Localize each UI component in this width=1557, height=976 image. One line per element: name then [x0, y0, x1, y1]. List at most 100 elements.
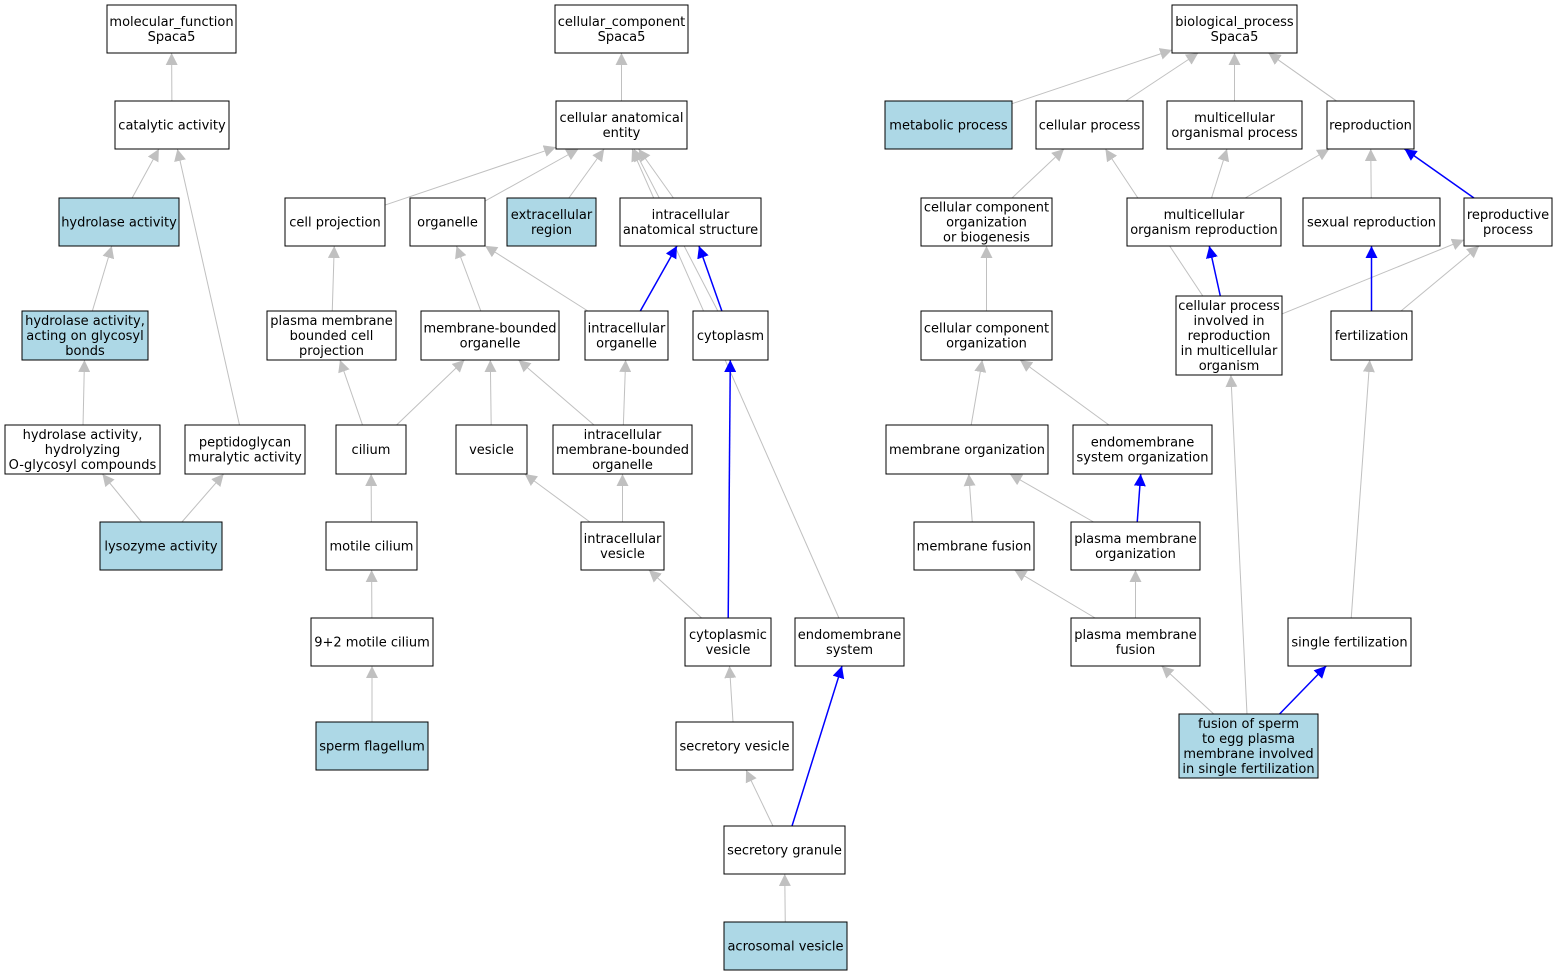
- node-membrane_org[interactable]: membrane organization: [885, 424, 1049, 475]
- node-lysozyme[interactable]: lysozyme activity: [99, 521, 223, 571]
- edge-cpir-to-mor: [1206, 245, 1222, 297]
- edge-single_fert-to-fertilization: [1350, 359, 1375, 619]
- node-label-line: organization: [946, 216, 1027, 231]
- node-label: cell projection: [289, 216, 380, 231]
- node-hydrolase[interactable]: hydrolase activity: [58, 197, 180, 247]
- node-box: [325, 521, 418, 571]
- node-motile_cilium[interactable]: motile cilium: [325, 521, 418, 571]
- node-membrane_fusion[interactable]: membrane fusion: [913, 521, 1035, 571]
- node-label-line: system: [826, 643, 873, 658]
- edge-lysozyme-to-hydrolase_oglycosyl: [102, 473, 142, 523]
- node-label-line: in single fertilization: [1182, 762, 1314, 777]
- node-organelle[interactable]: organelle: [409, 197, 486, 247]
- node-cytoplasm[interactable]: cytoplasm: [692, 310, 769, 361]
- node-cilium[interactable]: cilium: [335, 424, 407, 475]
- node-catalytic[interactable]: catalytic activity: [114, 100, 230, 150]
- node-label-line: cellular component: [924, 322, 1049, 337]
- node-cellular_process[interactable]: cellular process: [1035, 100, 1144, 150]
- edge-mor-to-reproduction: [1244, 148, 1330, 199]
- node-label-line: biological_process: [1175, 15, 1294, 30]
- node-label-line: fertilization: [1335, 329, 1409, 344]
- node-box: [106, 4, 237, 54]
- edge-cellular_process-to-bp_root: [1125, 52, 1199, 102]
- edges-layer: [78, 48, 1480, 923]
- edge-endo_org-to-cco: [1019, 359, 1110, 426]
- node-label-line: hydrolase activity,: [23, 428, 143, 443]
- node-label-line: cellular component: [924, 201, 1049, 216]
- edge-hydrolase_oglycosyl-to-hydrolase_glycosyl: [78, 359, 91, 426]
- edge-cilium-to-mbo: [396, 359, 465, 426]
- node-label-line: secretory vesicle: [679, 740, 789, 755]
- node-metabolic[interactable]: metabolic process: [884, 100, 1013, 150]
- node-label: single fertilization: [1291, 636, 1407, 651]
- node-label-line: organization: [1095, 547, 1176, 562]
- edge-pm_org-to-endo_org: [1133, 473, 1146, 523]
- node-label-line: endomembrane: [798, 628, 902, 643]
- node-sexual_rep[interactable]: sexual reproduction: [1302, 197, 1441, 247]
- node-sv[interactable]: secretory vesicle: [675, 721, 794, 771]
- node-reproduction[interactable]: reproduction: [1326, 100, 1415, 150]
- node-label-line: single fertilization: [1291, 636, 1407, 651]
- node-single_fert[interactable]: single fertilization: [1287, 617, 1412, 667]
- node-box: [1072, 424, 1213, 475]
- node-box: [723, 921, 848, 971]
- node-vesicle[interactable]: vesicle: [455, 424, 528, 475]
- node-av[interactable]: acrosomal vesicle: [723, 921, 848, 971]
- edge-imbo-to-io: [619, 359, 632, 426]
- node-sg[interactable]: secretory granule: [723, 825, 846, 875]
- node-box: [675, 721, 794, 771]
- node-sperm_flagellum[interactable]: sperm flagellum: [315, 721, 429, 771]
- node-label-line: secretory granule: [727, 844, 842, 859]
- node-box: [920, 197, 1053, 247]
- node-mc92[interactable]: 9+2 motile cilium: [310, 617, 434, 667]
- edge-pm_fusion-to-membrane_fusion: [1014, 569, 1096, 619]
- edge-av-to-sg: [778, 873, 791, 923]
- node-cell_projection[interactable]: cell projection: [284, 197, 386, 247]
- edge-cell_projection-to-cae: [384, 145, 557, 206]
- node-box: [619, 197, 762, 247]
- node-box: [580, 521, 665, 571]
- node-label-line: region: [531, 223, 572, 238]
- node-box: [1287, 617, 1412, 667]
- node-label-line: cellular process: [1039, 119, 1141, 134]
- node-fertilization[interactable]: fertilization: [1330, 310, 1413, 361]
- node-label-line: extracellular: [511, 208, 593, 223]
- node-label-line: membrane fusion: [917, 540, 1032, 555]
- node-label: cytoplasm: [697, 329, 764, 344]
